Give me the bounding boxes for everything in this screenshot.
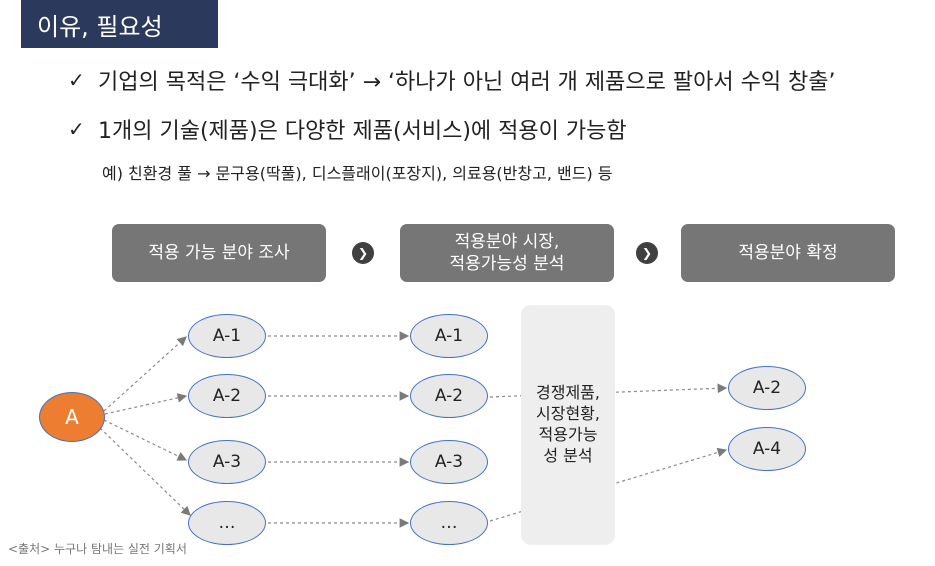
step-label: 적용분야 시장, [454, 231, 560, 252]
bullet-item: ✓ 1개의 기술(제품)은 다양한 제품(서비스)에 적용이 가능함 [68, 113, 627, 145]
analysis-line: 적용가능 [538, 425, 598, 444]
step-confirm: 적용분야 확정 [681, 224, 895, 282]
edge-to-result-a4 [489, 447, 728, 522]
root-node: A [39, 392, 105, 442]
edge-root-a2 [104, 393, 188, 415]
example-text: 예) 친환경 풀 → 문구용(딱풀), 디스플래이(포장지), 의료용(반창고,… [102, 164, 613, 183]
edge-root-a1 [103, 336, 187, 412]
col2-node: A-2 [410, 374, 488, 418]
step-analysis: 적용분야 시장, 적용가능성 분석 [400, 224, 614, 282]
check-icon: ✓ [68, 68, 85, 92]
chevron-right-icon: ❯ [352, 242, 374, 264]
page-title: 이유, 필요성 [21, 0, 218, 48]
col1-node: … [188, 501, 266, 545]
col2-node: … [410, 501, 488, 545]
analysis-box: 경쟁제품, 시장현황, 적용가능 성 분석 [521, 305, 615, 545]
analysis-line: 경쟁제품, [536, 383, 600, 403]
step-label: 적용가능성 분석 [449, 254, 565, 274]
bullet-item: ✓ 기업의 목적은 ‘수익 극대화’ → ‘하나가 아닌 여러 개 제품으로 팔… [68, 64, 836, 96]
result-node: A-2 [728, 366, 806, 410]
analysis-line: 성 분석 [543, 445, 593, 465]
col1-node: A-1 [188, 314, 266, 358]
col2-node: A-3 [410, 440, 488, 484]
step-label: 적용분야 확정 [738, 242, 838, 263]
result-node: A-4 [728, 427, 806, 471]
analysis-line: 시장현황, [536, 404, 600, 424]
source-caption: <출처> 누구나 탐내는 실전 기획서 [8, 542, 187, 556]
bullet-text: 1개의 기술(제품)은 다양한 제품(서비스)에 적용이 가능함 [98, 119, 627, 144]
check-icon: ✓ [68, 117, 85, 141]
edge-root-a3 [103, 419, 188, 461]
step-label: 적용 가능 분야 조사 [148, 242, 290, 263]
col1-node: A-3 [188, 440, 266, 484]
edge-root-more [99, 427, 191, 516]
col2-node: A-1 [410, 314, 488, 358]
bullet-text: 기업의 목적은 ‘수익 극대화’ → ‘하나가 아닌 여러 개 제품으로 팔아서… [98, 70, 836, 95]
chevron-right-icon: ❯ [636, 242, 658, 264]
col1-node: A-2 [188, 374, 266, 418]
step-research: 적용 가능 분야 조사 [112, 224, 326, 282]
